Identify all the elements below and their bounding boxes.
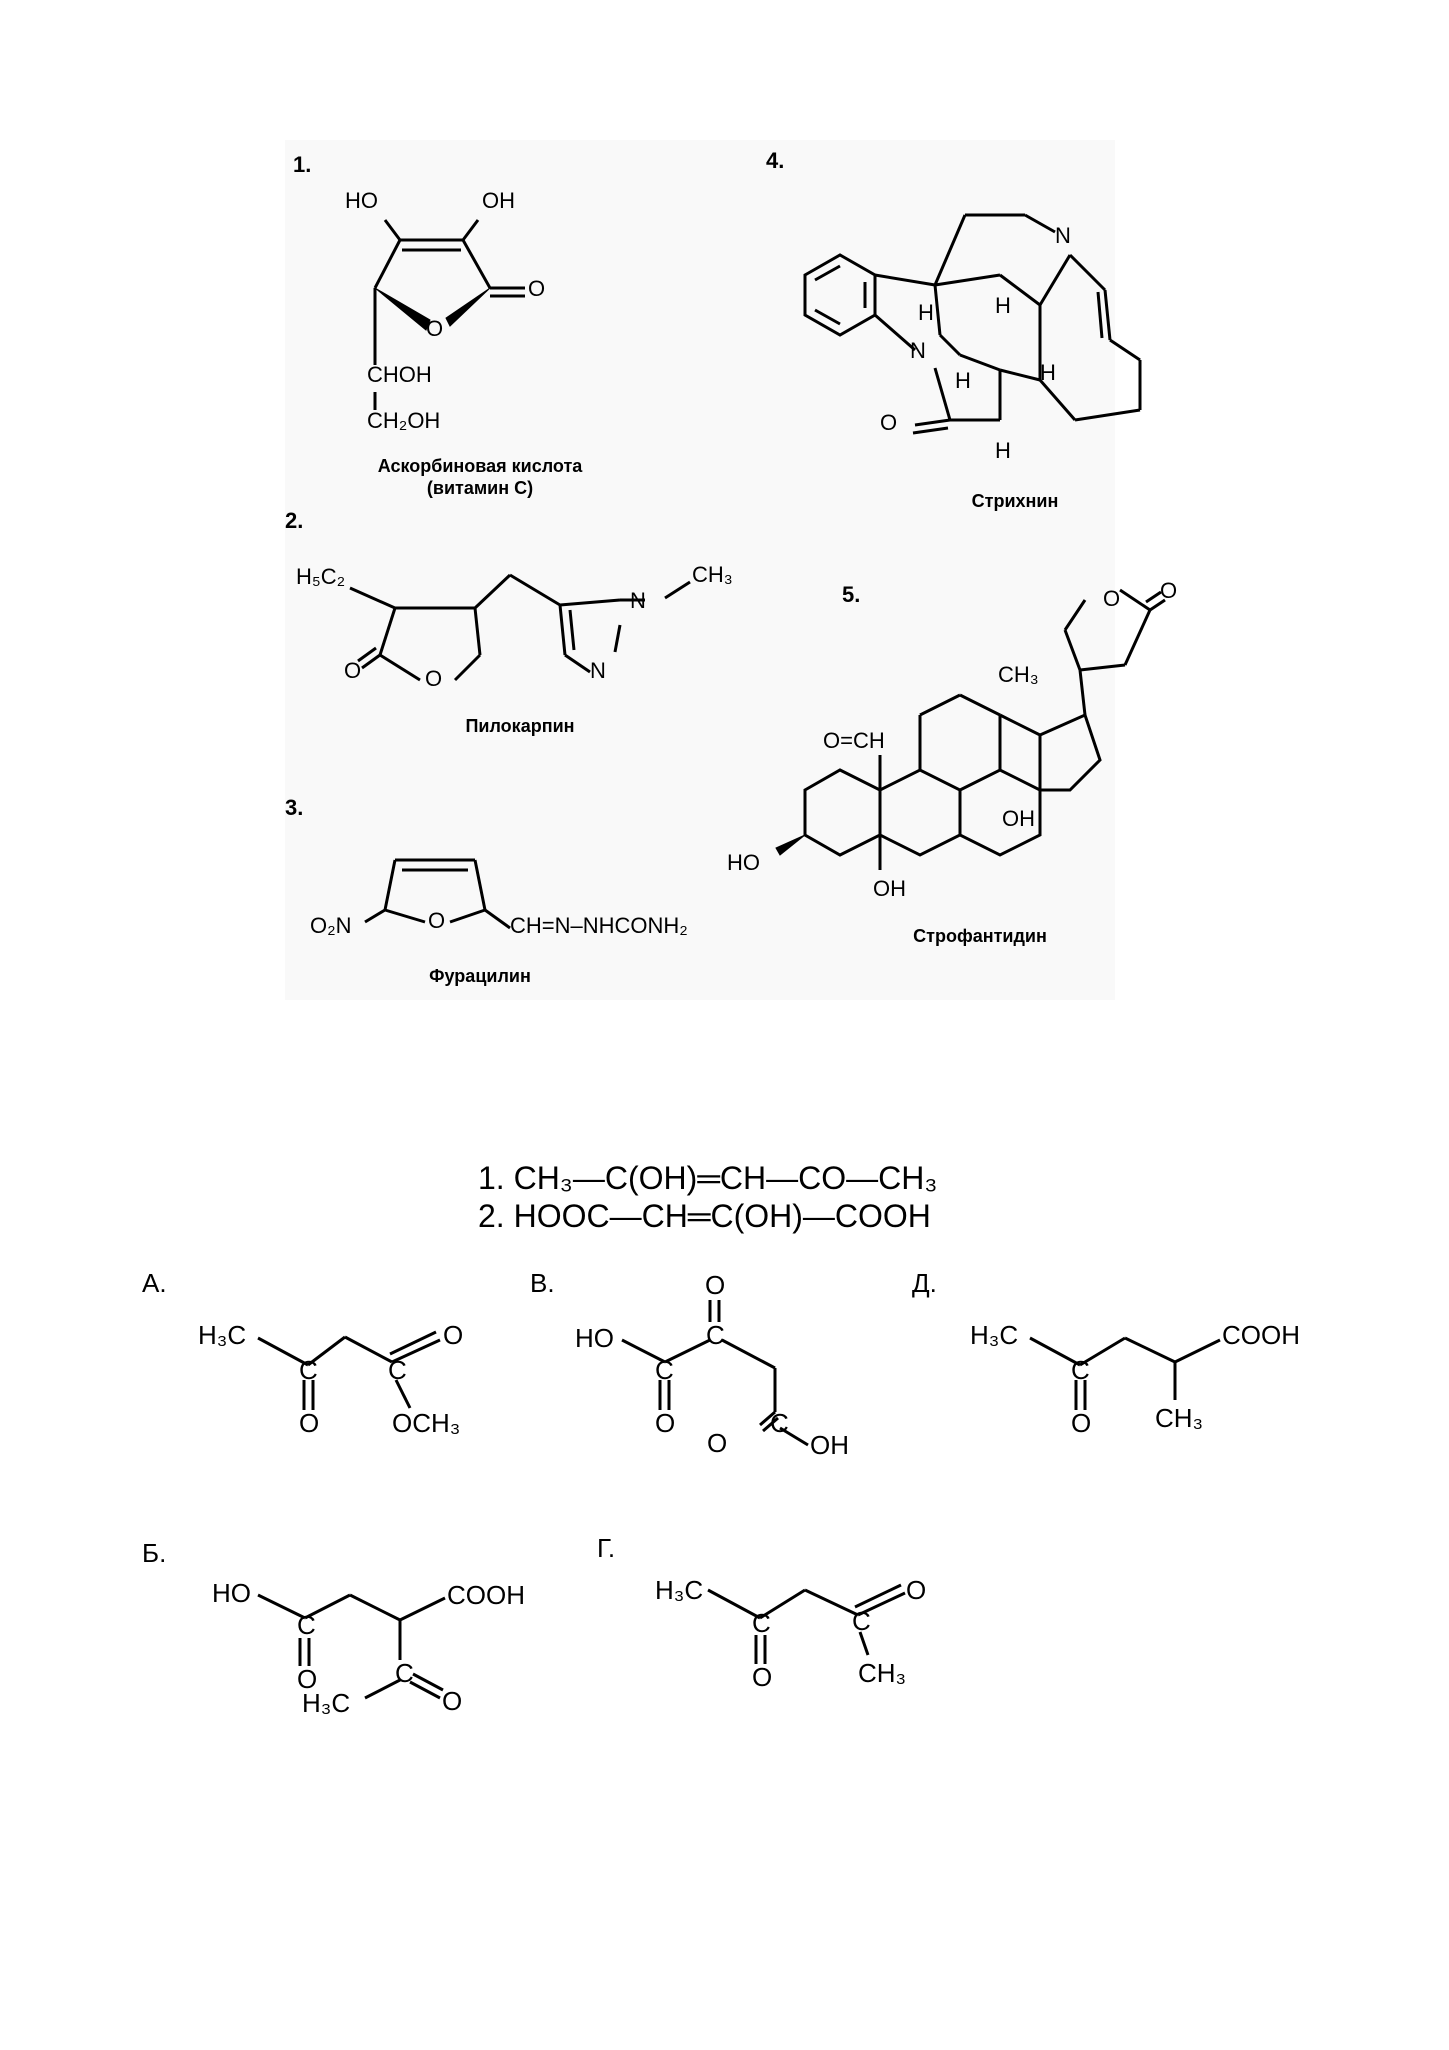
atom-label: C [706, 1320, 725, 1350]
atom-label: O [528, 276, 546, 301]
atom-label: CH₃ [858, 1658, 907, 1688]
atom-label: CH₂OH [367, 408, 441, 433]
atom-label: CH₃ [1155, 1403, 1204, 1433]
atom-label: N [630, 588, 646, 613]
strophanthidin-structure [775, 588, 1166, 870]
atom-label: C [297, 1610, 316, 1640]
atom-label: O [1071, 1408, 1092, 1438]
atom-label: O [880, 410, 898, 435]
option-letter-b: Б. [142, 1538, 167, 1568]
atom-label: O [443, 1320, 464, 1350]
atom-label: H₃C [970, 1320, 1019, 1350]
atom-label: H₃C [655, 1575, 704, 1605]
option-b-structure [257, 1593, 446, 1700]
atom-label: C [388, 1355, 407, 1385]
atom-label: HO [212, 1578, 251, 1608]
atom-label: O [1160, 578, 1178, 603]
atom-label: H₃C [198, 1320, 247, 1350]
formula-line-1: 1. CH₃—C(OH)═CH—CO—CH₃ [478, 1160, 937, 1197]
atom-label: H₃C [302, 1688, 351, 1718]
structure-number-4: 4. [766, 148, 785, 173]
atom-label: H [955, 368, 971, 393]
atom-label: OH [1002, 806, 1035, 831]
atom-label: C [655, 1355, 674, 1385]
atom-label: H [995, 293, 1011, 318]
atom-label: O [428, 908, 446, 933]
pilocarpine-structure [349, 573, 691, 682]
structure-name: Аскорбиновая кислота [377, 456, 583, 476]
structure-name-3: Фурацилин [429, 966, 531, 986]
formula-text: HOOC—CH═C(OH)—COOH [513, 1198, 931, 1234]
top-figure-panel [285, 140, 1115, 1000]
option-v-structure [621, 1300, 809, 1447]
atom-label: O [442, 1686, 463, 1716]
atom-label: O [1103, 586, 1121, 611]
structure-name-1: Аскорбиновая кислота (витамин С) [340, 455, 620, 499]
atom-label: OH [810, 1430, 849, 1460]
formula-text: CH₃—C(OH)═CH—CO—CH₃ [513, 1160, 938, 1196]
option-letter-v: В. [530, 1268, 555, 1298]
formula-number: 2. [478, 1198, 505, 1234]
structure-name-5: Строфантидин [913, 926, 1047, 946]
structure-subname: (витамин С) [426, 478, 534, 498]
atom-label: C [299, 1355, 318, 1385]
atom-label: HO [345, 188, 378, 213]
atom-label: C [395, 1658, 414, 1688]
atom-label: OH [482, 188, 515, 213]
structure-number-5: 5. [842, 582, 861, 607]
furacilin-structure [364, 858, 511, 930]
atom-label: N [590, 658, 606, 683]
atom-label: O [344, 658, 362, 683]
atom-label: CH₃ [692, 562, 733, 587]
atom-label: HO [575, 1323, 614, 1353]
atom-label: O [906, 1575, 927, 1605]
atom-label: O [425, 666, 443, 691]
atom-label: O [707, 1428, 728, 1458]
atom-label: CH₃ [998, 662, 1039, 687]
atom-label: O [752, 1662, 773, 1692]
formula-line-2: 2. HOOC—CH═C(OH)—COOH [478, 1198, 931, 1235]
atom-label: O [297, 1664, 318, 1694]
atom-label: C [770, 1408, 789, 1438]
strychnine-structure [803, 213, 1142, 435]
structure-name-4: Стрихнин [971, 491, 1059, 511]
atom-label: H [995, 438, 1011, 463]
atom-label: H₅C₂ [296, 564, 346, 589]
atom-label: H [1040, 360, 1056, 385]
atom-label: COOH [1222, 1320, 1300, 1350]
atom-label: C [1071, 1355, 1090, 1385]
atom-label: CHOH [367, 362, 432, 387]
ascorbic-acid-structure [373, 219, 525, 410]
atom-label: O [655, 1408, 676, 1438]
atom-label: CH=N–NHCONH₂ [510, 913, 688, 938]
atom-label: H [918, 300, 934, 325]
atom-label: OH [873, 876, 906, 901]
atom-label: O [426, 316, 444, 341]
atom-label: C [752, 1608, 771, 1638]
option-letter-g: Г. [597, 1533, 616, 1563]
option-d-structure [1029, 1336, 1221, 1410]
atom-label: O₂N [310, 913, 352, 938]
option-g-structure [707, 1583, 906, 1664]
atom-label: O [299, 1408, 320, 1438]
option-a-structure [257, 1330, 441, 1410]
atom-label: N [1055, 223, 1071, 248]
atom-label: O [705, 1270, 726, 1300]
atom-label: C [852, 1606, 871, 1636]
option-letter-a: А. [142, 1268, 167, 1298]
atom-label: O=CH [823, 728, 885, 753]
structure-name-2: Пилокарпин [465, 716, 575, 736]
structure-number-3: 3. [285, 795, 304, 820]
atom-label: OCH₃ [392, 1408, 461, 1438]
atom-label: N [910, 338, 926, 363]
atom-label: COOH [447, 1580, 525, 1610]
atom-label: HO [727, 850, 760, 875]
structure-number-1: 1. [293, 152, 312, 177]
formula-number: 1. [478, 1160, 505, 1196]
structure-number-2: 2. [285, 508, 304, 533]
option-letter-d: Д. [912, 1268, 937, 1298]
